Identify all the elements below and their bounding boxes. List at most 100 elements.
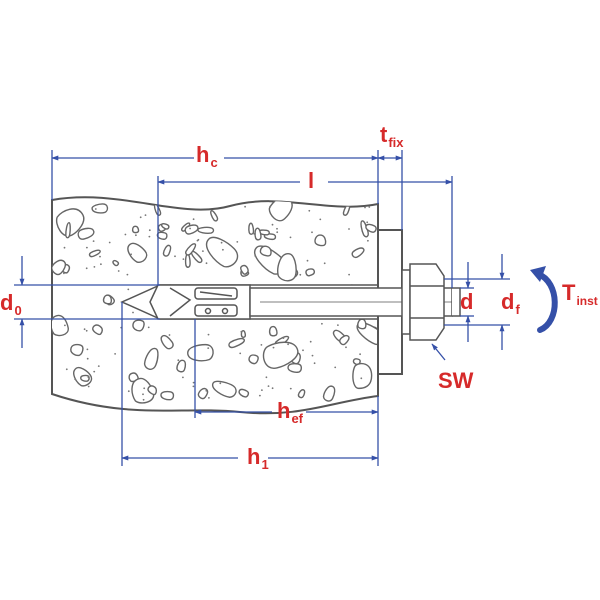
aggregate-speck <box>366 221 369 224</box>
aggregate-speck <box>87 376 90 379</box>
aggregate-speck <box>86 246 88 249</box>
aggregate-speck <box>311 354 314 357</box>
aggregate-speck <box>127 288 130 291</box>
aggregate-speck <box>127 390 130 393</box>
aggregate-speck <box>253 233 256 235</box>
aggregate-speck <box>74 378 77 381</box>
aggregate-stone <box>112 259 120 267</box>
aggregate-speck <box>222 248 224 251</box>
label-h-c: hc <box>196 142 218 170</box>
aggregate-speck <box>148 235 151 238</box>
aggregate-speck <box>269 205 271 208</box>
aggregate-speck <box>174 255 176 258</box>
aggregate-speck <box>192 385 195 388</box>
aggregate-speck <box>99 255 101 258</box>
aggregate-stone <box>248 354 259 365</box>
aggregate-speck <box>348 273 350 276</box>
aggregate-stone <box>262 341 299 369</box>
label-l: l <box>308 168 315 193</box>
aggregate-speck <box>142 398 145 401</box>
aggregate-speck <box>302 349 304 352</box>
aggregate-speck <box>85 267 88 270</box>
aggregate-stone <box>297 389 306 399</box>
aggregate-speck <box>83 328 86 331</box>
aggregate-speck <box>114 353 116 355</box>
aggregate-speck <box>142 393 144 396</box>
aggregate-stone <box>80 374 90 382</box>
aggregate-speck <box>348 228 350 230</box>
aggregate-speck <box>220 241 223 244</box>
aggregate-stone <box>184 224 199 235</box>
torque-arrow <box>530 266 558 333</box>
aggregate-stone <box>197 387 209 400</box>
aggregate-stone <box>365 223 377 233</box>
label-d-0: d0 <box>0 290 22 318</box>
aggregate-speck <box>126 273 129 276</box>
aggregate-stone <box>184 253 191 268</box>
aggregate-speck <box>219 382 222 385</box>
label-sw: SW <box>438 368 474 393</box>
aggregate-stone <box>259 245 272 257</box>
aggregate-speck <box>202 250 204 253</box>
aggregate-speck <box>143 387 146 390</box>
aggregate-stone <box>132 319 145 332</box>
aggregate-speck <box>168 334 171 336</box>
label-h-ef: hef <box>277 398 304 426</box>
label-t-inst: Tinst <box>562 280 598 308</box>
aggregate-speck <box>289 387 292 390</box>
aggregate-speck <box>94 208 97 210</box>
anchor-bolt <box>149 263 461 341</box>
aggregate-speck <box>236 241 239 243</box>
aggregate-speck <box>147 326 150 329</box>
aggregate-speck <box>87 385 90 388</box>
aggregate-speck <box>92 240 95 243</box>
aggregate-speck <box>63 246 66 249</box>
aggregate-speck <box>63 272 65 275</box>
aggregate-stone <box>187 343 214 362</box>
aggregate-stone <box>77 227 95 240</box>
aggregate-speck <box>192 381 195 384</box>
aggregate-stone <box>322 385 336 402</box>
aggregate-speck <box>261 389 263 391</box>
aggregate-stone <box>190 250 203 264</box>
aggregate-speck <box>182 376 184 379</box>
aggregate-speck <box>86 348 89 351</box>
aggregate-stone <box>254 227 262 241</box>
aggregate-speck <box>130 253 133 256</box>
aggregate-speck <box>287 343 289 346</box>
aggregate-speck <box>265 376 268 379</box>
label-d-f: df <box>501 289 520 317</box>
aggregate-speck <box>364 206 366 209</box>
aggregate-stone <box>143 347 159 370</box>
concrete-base <box>51 196 379 415</box>
aggregate-speck <box>271 223 274 226</box>
aggregate-speck <box>323 262 326 265</box>
aggregate-stone <box>357 318 367 330</box>
aggregate-stone <box>55 208 85 237</box>
aggregate-speck <box>182 258 185 260</box>
aggregate-stone <box>160 223 170 230</box>
aggregate-speck <box>97 365 100 367</box>
aggregate-stone <box>352 362 373 390</box>
aggregate-speck <box>244 205 247 208</box>
aggregate-stone <box>211 380 237 398</box>
aggregate-speck <box>309 340 312 343</box>
aggregate-speck <box>207 333 210 336</box>
aggregate-speck <box>135 234 137 237</box>
aggregate-speck <box>93 370 96 373</box>
aggregate-speck <box>132 311 134 314</box>
aggregate-stone <box>52 259 67 276</box>
aggregate-stone <box>248 222 255 235</box>
aggregate-stone <box>240 329 247 338</box>
aggregate-speck <box>108 241 111 244</box>
aggregate-speck <box>64 324 66 327</box>
aggregate-speck <box>276 227 278 230</box>
aggregate-stone <box>131 225 140 234</box>
aggregate-speck <box>177 359 180 362</box>
aggregate-stone <box>91 203 109 214</box>
aggregate-speck <box>86 357 89 360</box>
aggregate-stone <box>351 247 365 259</box>
aggregate-speck <box>240 271 243 274</box>
aggregate-stone <box>92 324 103 336</box>
